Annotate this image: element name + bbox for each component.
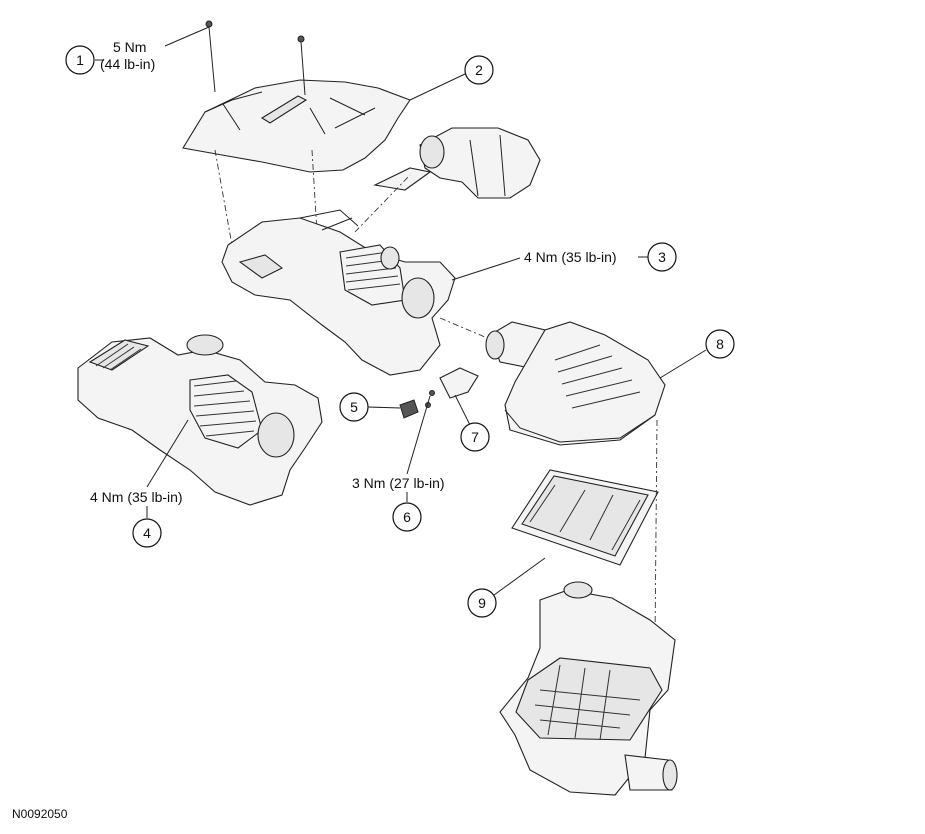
- callout-9: 9: [467, 557, 546, 618]
- callout-3: 3 4 Nm (35 lb-in): [451, 242, 677, 281]
- callout-4-spec: 4 Nm (35 lb-in): [90, 489, 183, 505]
- callout-1: 1 5 Nm (44 lb-in): [65, 26, 210, 75]
- air-cleaner-housing: [499, 581, 678, 796]
- connector-line: [354, 174, 411, 233]
- callout-9-number: 9: [478, 595, 486, 611]
- alignment-line: [654, 419, 658, 641]
- callout-4-number: 4: [143, 525, 151, 541]
- callout-6: 6 3 Nm (27 lb-in): [352, 395, 445, 532]
- callout-1-spec-line2: (44 lb-in): [100, 56, 155, 72]
- callout-3-spec: 4 Nm (35 lb-in): [524, 249, 617, 265]
- sensor-screw: [429, 390, 435, 396]
- connector-line: [439, 317, 493, 341]
- maf-sensor: [425, 367, 479, 408]
- electrical-connector: [399, 399, 419, 419]
- lower-engine-assembly: [77, 334, 323, 506]
- upper-intake-duct: [373, 127, 541, 199]
- air-filter-element: [511, 469, 659, 566]
- callout-5-number: 5: [350, 399, 358, 415]
- callout-4: 4 4 Nm (35 lb-in): [90, 419, 189, 548]
- callout-6-spec: 3 Nm (27 lb-in): [352, 475, 445, 491]
- callout-3-number: 3: [658, 249, 666, 265]
- callout-8: 8: [659, 329, 735, 379]
- callout-1-number: 1: [76, 52, 84, 68]
- callout-2: 2: [409, 55, 494, 101]
- engine-cover: [182, 79, 411, 173]
- figure-code: N0092050: [12, 807, 68, 821]
- callout-2-number: 2: [475, 62, 483, 78]
- callout-7-number: 7: [471, 429, 479, 445]
- callout-6-number: 6: [403, 509, 411, 525]
- upper-engine-assembly: [221, 209, 456, 376]
- callout-8-number: 8: [716, 336, 724, 352]
- callout-1-spec-line1: 5 Nm: [113, 39, 146, 55]
- callout-7: 7: [454, 394, 490, 452]
- air-cleaner-cover: [485, 321, 666, 446]
- callout-5: 5: [339, 392, 401, 422]
